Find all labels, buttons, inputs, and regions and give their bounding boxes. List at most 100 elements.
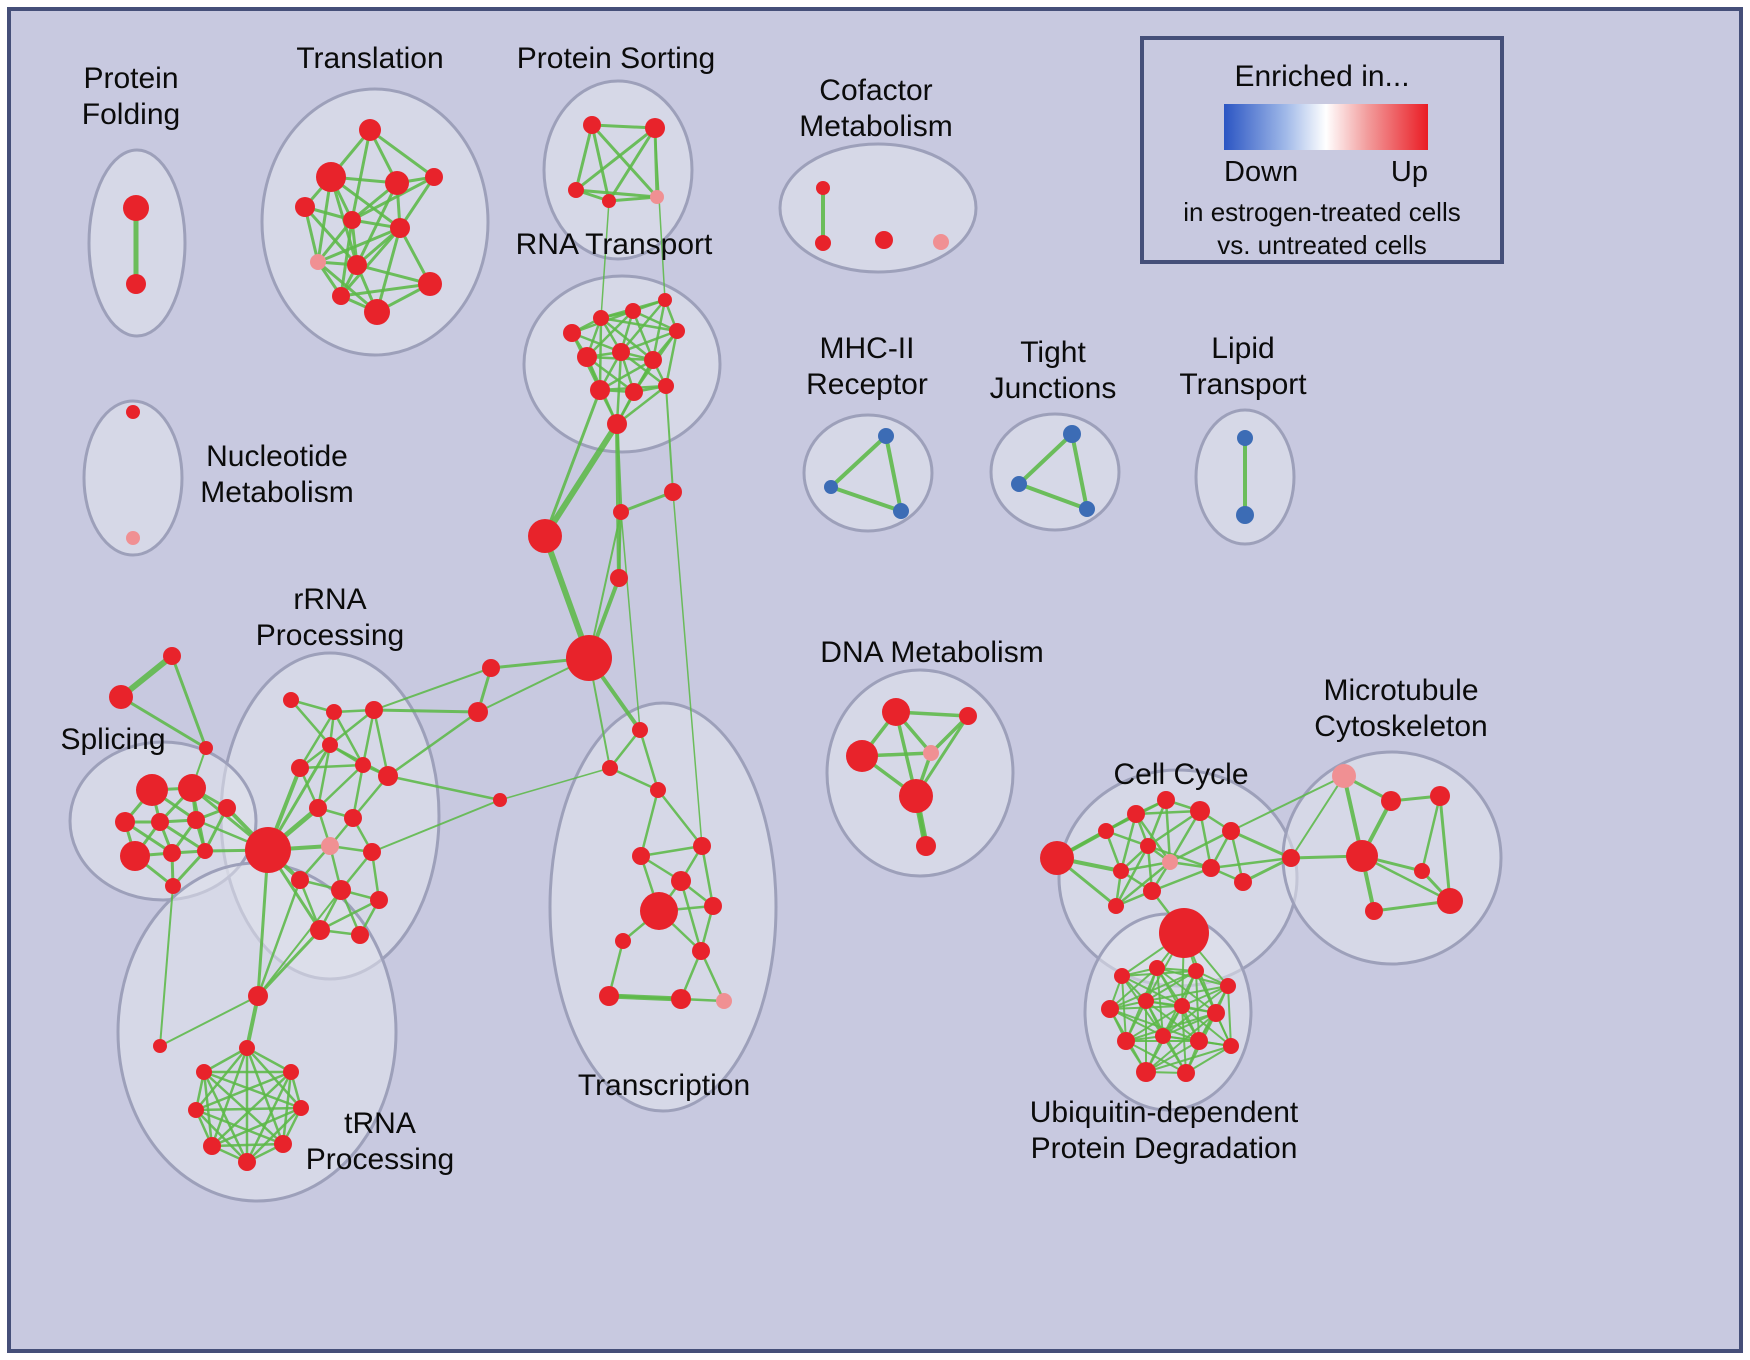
node-nm1	[126, 405, 140, 419]
edge-tn8-tn9	[210, 1142, 285, 1148]
node-rt9	[590, 380, 610, 400]
node-tr6	[343, 211, 361, 229]
cluster-label-protein-sorting: Protein Sorting	[517, 42, 715, 75]
edge-cc3-cc7	[1164, 798, 1172, 864]
edge-cc6-cc9	[1146, 844, 1213, 870]
edge-ub9-ub14	[1125, 1040, 1187, 1074]
node-tj3	[1079, 501, 1095, 517]
edge-ps2-ps3	[574, 126, 657, 192]
node-rr8	[309, 799, 327, 817]
cluster-label-dna-metabolism: DNA Metabolism	[820, 636, 1043, 669]
node-cc4	[1190, 801, 1210, 821]
node-cc1	[1098, 823, 1114, 839]
node-mc6	[1437, 888, 1463, 914]
edge-mc4-mc6	[1360, 854, 1452, 903]
node-cc0	[1040, 841, 1074, 875]
node-tc11	[599, 986, 619, 1006]
node-ub5	[1101, 1000, 1119, 1018]
edge-rr2-rr5	[298, 710, 336, 770]
node-cn4	[610, 569, 628, 587]
edge-tr7-tr8	[316, 226, 402, 264]
edge-ub7-ub12	[1181, 1005, 1232, 1047]
edge-cn7-rr11	[371, 799, 501, 853]
node-ub10	[1155, 1028, 1171, 1044]
node-cn2	[613, 504, 629, 520]
node-cc5	[1222, 822, 1240, 840]
node-ps2	[645, 118, 665, 138]
node-rr1	[283, 692, 299, 708]
node-mc2	[1381, 791, 1401, 811]
edge-tr9-tr10	[355, 263, 432, 286]
cluster-label-translation: Translation	[296, 42, 443, 75]
edge-mh2-mh3	[829, 485, 903, 513]
edge-tn1-rr15	[256, 928, 322, 998]
node-cn7	[493, 793, 507, 807]
edge-tr7-tr12	[339, 226, 402, 298]
node-tn8	[203, 1137, 221, 1155]
cluster-label-microtubule-cytoskeleton: Microtubule	[1323, 674, 1478, 707]
edge-ps1-ps4	[590, 123, 611, 203]
node-mh2	[824, 480, 838, 494]
legend-box: Enriched in... Down Up in estrogen-treat…	[1140, 36, 1504, 264]
edge-cn2-hub1	[588, 511, 622, 659]
node-ub11	[1190, 1032, 1208, 1050]
node-ub12	[1223, 1038, 1239, 1054]
edge-tc11-tc12	[607, 994, 683, 1001]
node-tn6	[188, 1102, 204, 1118]
edge-cc6-cc12	[1114, 844, 1150, 908]
edge-tn3-tn4	[202, 1046, 249, 1074]
cluster-label-tight-junctions: Tight	[1020, 336, 1086, 369]
node-tc2	[602, 760, 618, 776]
node-rr3	[365, 701, 383, 719]
node-ub13	[1136, 1062, 1156, 1082]
edge-ub7-ub9	[1125, 1005, 1183, 1042]
edge-rt9-cn1	[543, 388, 602, 538]
node-tr12	[332, 287, 350, 305]
node-ps3	[568, 182, 584, 198]
cluster-ellipse-rna-transport	[522, 274, 722, 454]
edge-ps1-ps3	[574, 123, 594, 192]
edge-tr7-tr11	[375, 226, 402, 314]
edge-tn1-rr13	[257, 889, 342, 997]
node-cc2	[1127, 805, 1145, 823]
edge-cn7-rr7	[386, 774, 502, 802]
edge-cc5-mc1	[1230, 775, 1345, 832]
node-pf1	[123, 195, 149, 221]
edge-ps2-ps4	[607, 126, 657, 203]
node-dm5	[899, 779, 933, 813]
node-sp9	[197, 843, 213, 859]
node-ps4	[602, 194, 616, 208]
edge-rt12-cn4	[615, 422, 621, 580]
cluster-label-rrna-processing: Processing	[256, 619, 404, 652]
node-dm3	[846, 740, 878, 772]
node-ps5	[650, 190, 664, 204]
node-rt3	[625, 303, 641, 319]
cluster-label-cofactor-metabolism: Cofactor	[819, 74, 932, 107]
edge-cn2-cn3	[619, 490, 675, 514]
node-ub1	[1114, 968, 1130, 984]
node-tc10	[692, 942, 710, 960]
node-tn7	[293, 1100, 309, 1116]
node-ub2	[1149, 960, 1165, 976]
node-rt7	[612, 343, 630, 361]
edge-ps1-ps5	[590, 123, 659, 199]
edge-ub11-ub13	[1145, 1040, 1200, 1073]
node-rt1	[563, 324, 581, 342]
layer-nodes	[109, 116, 1463, 1171]
edge-ub4-ub10	[1162, 985, 1229, 1037]
node-tc4	[693, 837, 711, 855]
edge-rr2-rr6	[332, 710, 365, 767]
edge-ub8-ub9	[1125, 1012, 1217, 1042]
node-ub4	[1220, 978, 1236, 994]
cluster-label-nucleotide-metabolism: Metabolism	[200, 476, 353, 509]
edge-ps1-ps2	[590, 123, 657, 130]
edge-tr5-tr6	[350, 175, 436, 222]
edge-tc6-tc10	[679, 879, 703, 953]
node-cm4	[933, 234, 949, 250]
node-dm2	[959, 707, 977, 725]
node-lt2	[1236, 506, 1254, 524]
node-ub6	[1138, 993, 1154, 1009]
edge-cn5-rr3	[373, 667, 492, 711]
cluster-label-transcription: Transcription	[578, 1069, 750, 1102]
